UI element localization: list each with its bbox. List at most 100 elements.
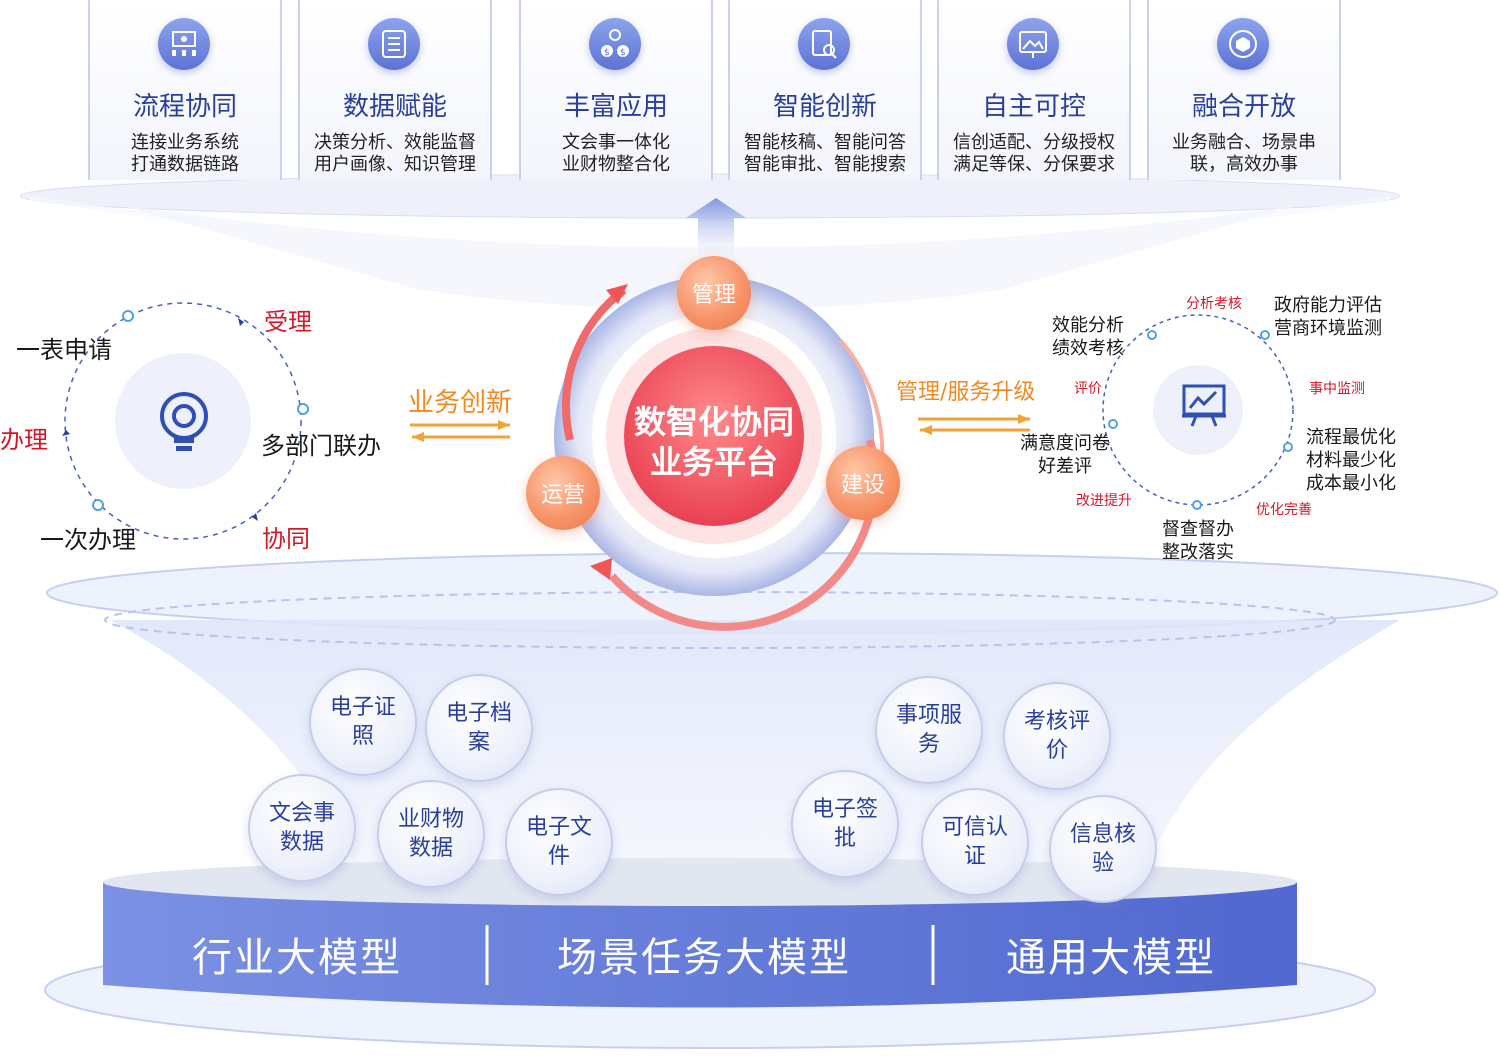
right-cycle-label: 满意度问卷 好差评 — [1020, 432, 1110, 478]
center-title-line: 业务平台 — [649, 443, 778, 481]
right-cycle-text: 督查督办 — [1162, 519, 1234, 540]
card-desc: 业财物整合化 — [562, 154, 670, 175]
left-cycle-label: 受理 — [264, 308, 312, 336]
card-smart-innovation: 智能创新 智能核稿、智能问答 智能审批、智能搜索 — [728, 0, 922, 180]
bubble-e-archive: 电子档案 — [425, 674, 533, 782]
left-cycle-label: 多部门联办 — [261, 432, 381, 460]
card-desc: 文会事一体化 — [562, 132, 670, 153]
right-cycle-text: 绩效考核 — [1052, 338, 1124, 359]
card-title: 融合开放 — [1191, 92, 1296, 122]
right-cycle-text: 满意度问卷 — [1020, 433, 1110, 454]
bubble-e-sign: 电子签批 — [791, 770, 899, 878]
right-cycle-label: 流程最优化 材料最少化 成本最小化 — [1306, 426, 1396, 495]
card-process-collab: 流程协同 连接业务系统 打通数据链路 — [88, 0, 282, 180]
bubble-text: 数据 — [408, 836, 453, 861]
document-search-icon — [798, 18, 850, 70]
bubble-text: 电子签 — [811, 797, 878, 822]
cube-icon — [1217, 18, 1269, 70]
process-icon — [158, 18, 210, 70]
right-arrow-label: 管理/服务升级 — [896, 380, 1036, 405]
bubble-text: 事项服 — [895, 703, 962, 728]
money-icon: $$ — [589, 18, 641, 70]
center-title-line: 数智化协同 — [633, 403, 794, 441]
bubble-text: 务 — [917, 732, 940, 757]
card-self-control: 自主可控 信创适配、分级授权 满足等保、分保要求 — [937, 0, 1131, 180]
left-cycle-label: 一表申请 — [16, 336, 112, 364]
svg-text:$: $ — [604, 48, 610, 58]
left-cycle-label: 一次办理 — [40, 526, 136, 554]
bubble-text: 可信认 — [941, 815, 1008, 840]
left-cycle-label: 协同 — [262, 525, 310, 553]
bubble-text: 电子证 — [329, 695, 396, 720]
right-cycle-label: 事中监测 — [1309, 381, 1365, 397]
card-title: 数据赋能 — [342, 92, 447, 122]
bubble-text: 文会事 — [268, 801, 335, 826]
card-rich-apps: $$ 丰富应用 文会事一体化 业财物整合化 — [519, 0, 713, 180]
bubble-info-verify: 信息核验 — [1049, 795, 1157, 903]
bubble-text: 信息核 — [1069, 822, 1136, 847]
card-fusion-open: 融合开放 业务融合、场景串 联，高效办事 — [1147, 0, 1341, 180]
base-industry-model: 行业大模型 — [192, 935, 402, 981]
card-title: 智能创新 — [772, 92, 877, 122]
right-cycle-text: 流程最优化 — [1306, 427, 1396, 448]
bubble-text: 照 — [351, 724, 374, 749]
card-desc: 信创适配、分级授权 — [953, 132, 1115, 153]
card-desc: 连接业务系统 — [131, 132, 239, 153]
chart-board-icon — [1180, 382, 1228, 432]
orb-operate: 运营 — [526, 456, 600, 530]
card-desc: 满足等保、分保要求 — [953, 154, 1115, 175]
right-cycle-label: 效能分析 绩效考核 — [1052, 314, 1124, 360]
card-desc: 智能审批、智能搜索 — [744, 154, 906, 175]
right-cycle-label: 督查督办 整改落实 — [1162, 518, 1234, 564]
image-control-icon — [1007, 18, 1059, 70]
bubble-text: 证 — [963, 844, 986, 869]
bubble-text: 业财物 — [397, 807, 464, 832]
orb-build: 建设 — [826, 446, 900, 520]
right-cycle-label: 分析考核 — [1186, 296, 1242, 312]
right-cycle-text: 好差评 — [1038, 456, 1092, 477]
card-data-enable: 数据赋能 决策分析、效能监督 用户画像、知识管理 — [298, 0, 492, 180]
bubble-assessment: 考核评价 — [1003, 682, 1111, 790]
card-desc: 业务融合、场景串 — [1172, 132, 1316, 153]
lightbulb-icon — [155, 388, 213, 460]
center-title: 数智化协同 业务平台 — [624, 402, 804, 482]
bubble-text: 件 — [547, 844, 570, 869]
left-arrow-label: 业务创新 — [408, 388, 513, 418]
bubble-finance-data: 业财物数据 — [377, 780, 485, 888]
right-cycle-label: 优化完善 — [1256, 502, 1312, 518]
right-cycle-text: 整改落实 — [1162, 542, 1234, 563]
right-cycle-text: 政府能力评估 营商环境监测 — [1274, 295, 1382, 339]
bubble-text: 电子档 — [445, 701, 512, 726]
card-desc: 决策分析、效能监督 — [314, 132, 476, 153]
bubble-text: 批 — [833, 826, 856, 851]
svg-text:$: $ — [620, 48, 626, 58]
list-icon — [368, 18, 420, 70]
right-cycle-label: 评价 — [1074, 381, 1102, 397]
bubble-text: 考核评 — [1023, 709, 1090, 734]
base-scenario-model: 场景任务大模型 — [557, 935, 851, 981]
base-general-model: 通用大模型 — [1006, 935, 1216, 981]
card-title: 自主可控 — [981, 92, 1086, 122]
right-cycle-text: 材料最少化 — [1306, 450, 1396, 471]
card-desc: 联，高效办事 — [1190, 154, 1298, 175]
right-cycle-label: 政府能力评估 营商环境监测 — [1274, 294, 1382, 340]
bubble-text: 价 — [1045, 738, 1068, 763]
bubble-item-service: 事项服务 — [875, 676, 983, 784]
right-cycle-text: 成本最小化 — [1306, 473, 1396, 494]
card-title: 丰富应用 — [563, 92, 668, 122]
bubble-text: 数据 — [279, 830, 324, 855]
right-cycle-label: 改进提升 — [1076, 493, 1132, 509]
bubble-e-certificate: 电子证照 — [309, 668, 417, 776]
card-desc: 智能核稿、智能问答 — [744, 132, 906, 153]
bubble-text: 电子文 — [525, 815, 592, 840]
bubble-meeting-data: 文会事数据 — [248, 774, 356, 882]
orb-manage: 管理 — [677, 256, 751, 330]
right-cycle-text: 效能分析 — [1052, 315, 1124, 336]
card-title: 流程协同 — [132, 92, 237, 122]
bubble-e-file: 电子文件 — [505, 788, 613, 896]
card-desc: 打通数据链路 — [131, 154, 239, 175]
left-cycle-label: 办理 — [0, 426, 48, 454]
bubble-trusted-auth: 可信认证 — [921, 788, 1029, 896]
bubble-text: 案 — [467, 730, 490, 755]
